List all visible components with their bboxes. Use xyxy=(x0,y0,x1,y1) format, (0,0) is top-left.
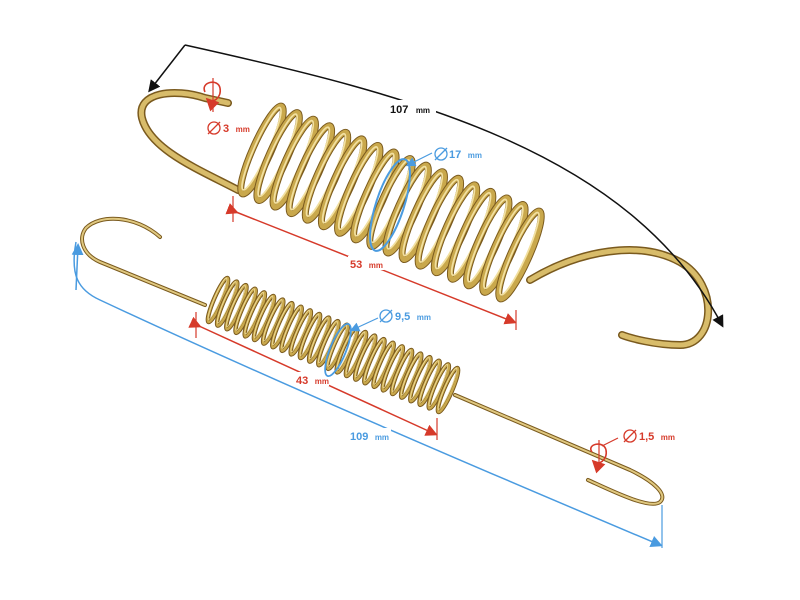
svg-text:9,5 mm: 9,5 mm xyxy=(395,307,431,324)
small-wire-diameter-dimension: 1,5 mm xyxy=(589,427,675,474)
small-spring-right-hook xyxy=(453,393,665,506)
big-wire-diameter-dimension: 3 mm xyxy=(203,78,250,136)
big-overall-unit: mm xyxy=(416,106,430,115)
small-wire-diameter-unit: mm xyxy=(661,433,675,442)
diameter-icon xyxy=(434,147,448,161)
big-coil-diameter-dimension: 17 mm xyxy=(369,145,482,252)
svg-text:3 mm: 3 mm xyxy=(223,119,250,136)
big-coil-length-unit: mm xyxy=(369,261,383,270)
big-overall-value: 107 xyxy=(390,104,408,116)
small-coil-diameter-unit: mm xyxy=(417,313,431,322)
rotation-arrow-icon xyxy=(589,437,619,474)
svg-text:43 mm: 43 mm xyxy=(296,371,329,388)
diameter-icon xyxy=(623,429,637,443)
small-coil-length-value: 43 xyxy=(296,375,308,387)
big-coil-length-value: 53 xyxy=(350,259,362,271)
coil-turn-highlight xyxy=(437,367,458,410)
rotation-arrow-icon xyxy=(203,78,222,112)
small-overall-value: 109 xyxy=(350,431,368,443)
diameter-icon xyxy=(207,121,221,135)
big-coil-diameter-value: 17 xyxy=(449,149,461,161)
small-wire-diameter-value: 1,5 xyxy=(639,431,654,443)
svg-text:107 mm: 107 mm xyxy=(390,100,430,117)
small-coil-length-unit: mm xyxy=(315,377,329,386)
big-coil-length-dimension: 53 mm xyxy=(225,196,517,330)
big-spring-coils xyxy=(237,102,545,303)
big-wire-diameter-unit: mm xyxy=(236,125,250,134)
diameter-icon xyxy=(379,309,393,323)
small-coil-diameter-dimension: 9,5 mm xyxy=(324,307,431,378)
big-coil-diameter-unit: mm xyxy=(468,151,482,160)
big-overall-dimension: 107 mm xyxy=(148,44,724,328)
svg-text:1,5 mm: 1,5 mm xyxy=(639,427,675,444)
small-spring-coils xyxy=(205,275,461,415)
small-overall-unit: mm xyxy=(375,433,389,442)
big-wire-diameter-value: 3 xyxy=(223,123,229,135)
small-coil-diameter-value: 9,5 xyxy=(395,311,410,323)
svg-text:53 mm: 53 mm xyxy=(350,255,383,272)
small-coil-length-dimension: 43 mm xyxy=(188,312,438,440)
svg-text:17 mm: 17 mm xyxy=(449,145,482,162)
